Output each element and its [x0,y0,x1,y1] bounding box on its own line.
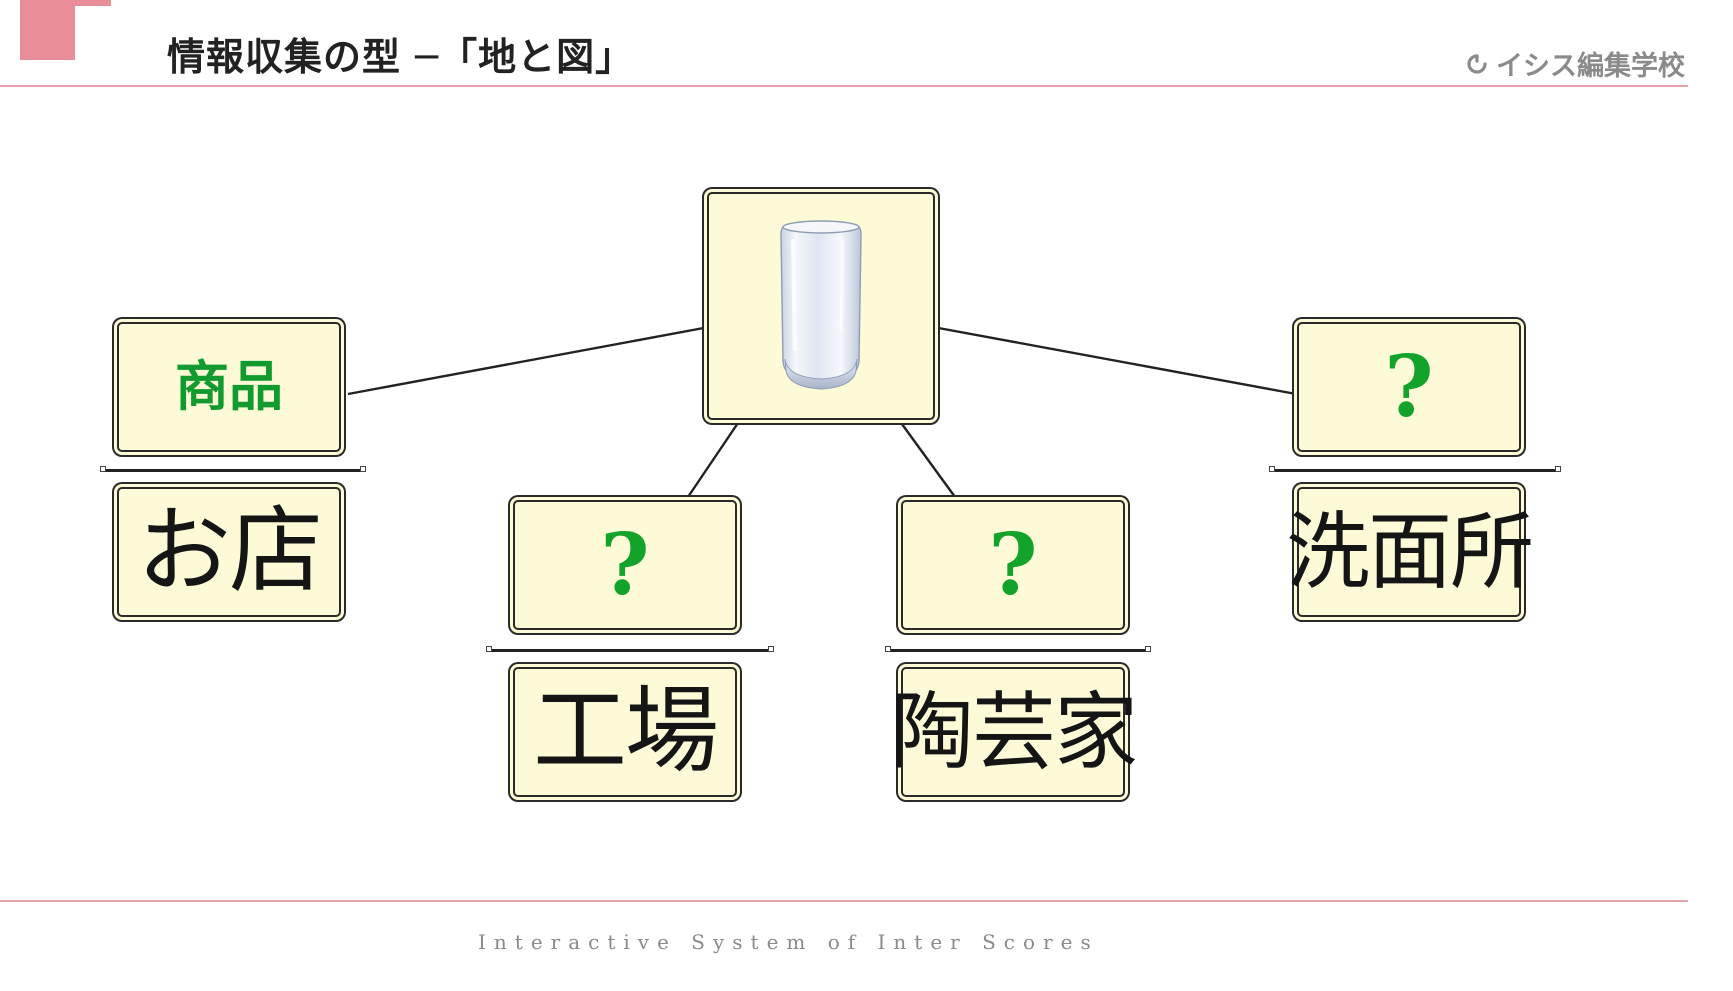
brand-mark-icon [1467,53,1487,74]
figure-box-washroom: ? [1297,322,1521,452]
corner-mark-gap [0,0,20,60]
ground-label-shop: お店 [136,497,323,606]
figure-ground-divider-factory [486,646,774,652]
connector-factory [687,419,741,498]
question-mark-washroom: ? [1384,337,1434,436]
figure-ground-divider-washroom [1269,466,1561,472]
question-mark-potter: ? [988,515,1038,614]
connector-shop [347,325,710,396]
brand-logo: イシス編集学校 [1466,44,1685,83]
figure-label-shop: 商品 [175,355,283,418]
ground-box-potter: 陶芸家 [890,667,1138,797]
question-mark-factory: ? [600,515,650,614]
footer-tagline: Interactive System of Inter Scores [478,930,1099,954]
connector-potter [898,419,956,498]
figure-box-potter: ? [901,500,1125,630]
connector-washroom [932,325,1297,396]
header-rule [0,85,1688,87]
ground-label-washroom: 洗面所 [1286,503,1534,601]
figure-box-factory: ? [513,500,737,630]
ground-box-shop: お店 [117,487,341,617]
ground-label-factory: 工場 [532,677,719,786]
slide-title: 情報収集の型 ─「地と図」 [167,34,635,79]
glass-tumbler-icon [780,220,862,390]
center-glass-box [707,192,935,420]
brand-name: イシス編集学校 [1496,51,1685,82]
ground-label-potter: 陶芸家 [890,683,1138,781]
figure-box-shop: 商品 [117,322,341,452]
ground-box-washroom: 洗面所 [1286,487,1534,617]
footer-rule [0,900,1688,902]
figure-ground-divider-shop [100,466,366,472]
ground-box-factory: 工場 [513,667,737,797]
figure-ground-divider-potter [885,646,1151,652]
